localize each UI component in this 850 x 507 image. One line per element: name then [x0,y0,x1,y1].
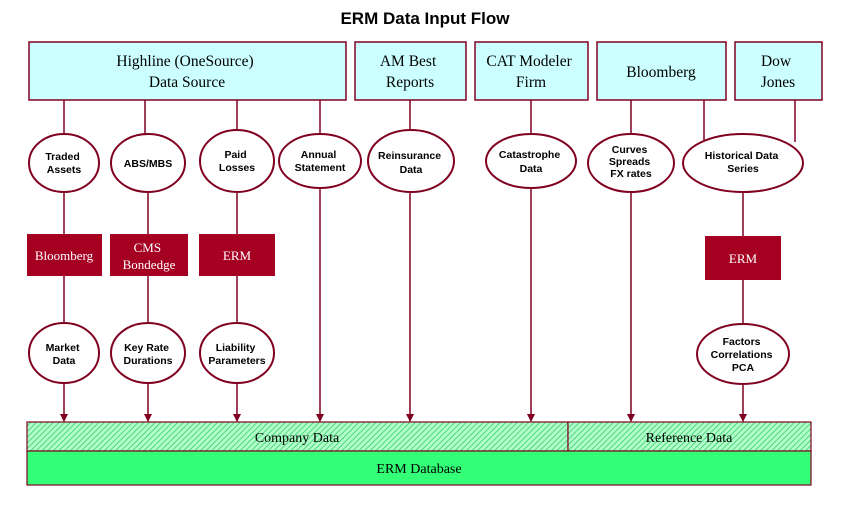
oval-reinsurance-data: Reinsurance Data [367,129,455,193]
oval-key-rate-durations: Key Rate Durations [110,322,186,384]
processor-bloomberg-label: Bloomberg [35,248,94,263]
oval-keyrate-label: Key Rate Durations [123,342,172,367]
oval-liab-label: Liability Parameters [208,342,265,367]
source-dowjones: Dow Jones [734,41,823,101]
source-ambest: AM Best Reports [354,41,467,101]
oval-curves-label: Curves Spreads FX rates [609,144,653,180]
oval-absmbs-label: ABS/MBS [124,158,172,170]
source-bloomberg: Bloomberg [596,41,727,101]
oval-market-data: Market Data [28,322,100,384]
oval-annual-label: Annual Statement [295,149,346,174]
processor-erm1-label: ERM [223,248,252,263]
oval-abs-mbs: ABS/MBS [110,133,186,193]
oval-factors-label: Factors Correlations PCA [711,336,776,374]
oval-annual-statement: Annual Statement [278,133,362,189]
source-cat-label: CAT Modeler Firm [486,53,575,91]
oval-paid-label: Paid Losses [219,149,255,174]
processor-cms-bondedge: CMS Bondedge [110,234,188,276]
erm-database-bar: ERM Database [26,450,812,486]
oval-paid-losses: Paid Losses [199,129,275,193]
source-ambest-label: AM Best Reports [380,53,440,91]
company-data-label: Company Data [255,431,340,446]
oval-traded-assets: Traded Assets [28,133,100,193]
oval-factors-correlations: Factors Correlations PCA [696,323,790,385]
processor-erm-liability: ERM [199,234,275,276]
oval-market-label: Market Data [46,342,83,367]
oval-curves-spreads: Curves Spreads FX rates [587,133,675,193]
reference-data-label: Reference Data [646,431,733,446]
reference-data-bar: Reference Data [567,421,812,452]
diagram-title: ERM Data Input Flow [340,9,510,28]
source-highline-label: Highline (OneSource) Data Source [116,53,257,91]
source-bloomberg-label: Bloomberg [626,64,696,81]
processor-cms-label: CMS Bondedge [123,240,176,272]
oval-hist-label: Historical Data Series [705,150,781,175]
source-highline: Highline (OneSource) Data Source [28,41,347,101]
processor-bloomberg: Bloomberg [27,234,102,276]
connector-lines [60,100,796,422]
source-cat-modeler: CAT Modeler Firm [474,41,589,101]
oval-reins-label: Reinsurance Data [378,150,444,176]
processor-erm-reference: ERM [705,236,781,280]
company-data-bar: Company Data [26,421,569,452]
source-dowjones-label: Dow Jones [761,53,795,91]
oval-historical-data: Historical Data Series [682,133,804,193]
processor-erm2-label: ERM [729,251,758,266]
oval-catastrophe-data: Catastrophe Data [485,133,577,189]
oval-traded-label: Traded Assets [45,151,82,176]
oval-liability-parameters: Liability Parameters [199,322,275,384]
oval-catdata-label: Catastrophe Data [499,149,563,175]
erm-database-label: ERM Database [376,462,461,477]
